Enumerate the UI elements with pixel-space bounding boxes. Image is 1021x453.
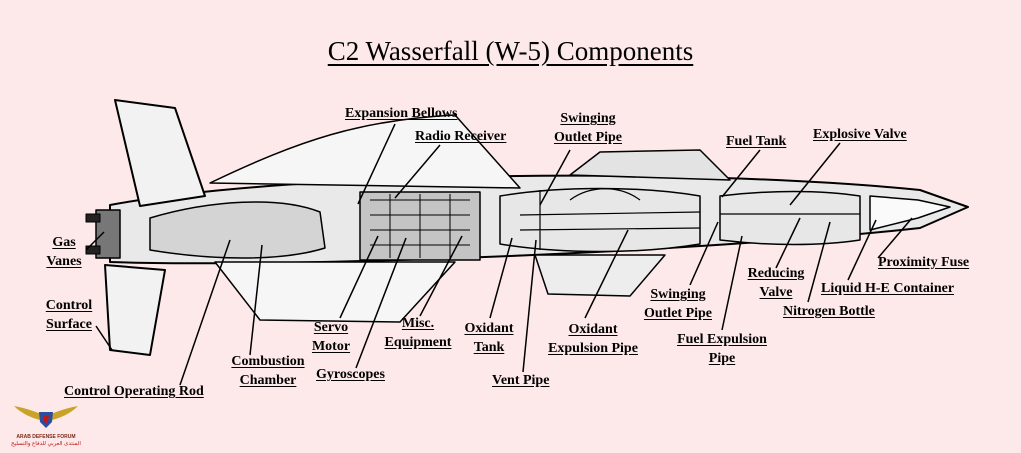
label-nitrogen-bottle: Nitrogen Bottle — [783, 304, 875, 319]
label-radio-receiver: Radio Receiver — [415, 129, 507, 144]
label-vent-pipe: Vent Pipe — [492, 373, 550, 388]
label-reducing-valve: Reducing Valve — [747, 266, 805, 300]
upper-wing — [209, 114, 521, 189]
lower-wing — [214, 261, 456, 323]
leader-servo-motor — [339, 235, 379, 319]
label-expansion-bellows: Expansion Bellows — [345, 106, 458, 121]
label-control-operating-rod: Control Operating Rod — [64, 384, 204, 399]
label-control-surface: Control Surface — [45, 298, 93, 332]
fuel-tank-shape — [719, 190, 861, 246]
leader-expansion-bellows — [357, 123, 396, 205]
leader-radio-receiver — [394, 144, 441, 199]
internal-piping — [519, 188, 860, 250]
label-liquid-he-container: Liquid H-E Container — [821, 281, 955, 296]
leader-vent-pipe — [522, 239, 537, 373]
leader-swinging-outlet-pipe-bottom — [689, 221, 719, 286]
leader-fuel-expulsion-pipe — [721, 235, 743, 331]
lower-midbody-fin — [534, 254, 666, 297]
label-swinging-outlet-pipe-top: Swinging Outlet Pipe — [553, 111, 623, 145]
leader-fuel-tank — [721, 149, 761, 198]
leader-gas-vanes — [85, 231, 105, 251]
leader-explosive-valve — [789, 142, 841, 206]
leader-nitrogen-bottle — [807, 221, 831, 303]
leader-combustion-chamber — [249, 244, 263, 356]
label-combustion-chamber: Combustion Chamber — [231, 354, 305, 388]
nose-cone — [869, 195, 951, 231]
label-misc-equipment: Misc. Equipment — [384, 316, 452, 350]
label-oxidant-tank: Oxidant Tank — [464, 321, 514, 355]
arab-defense-forum-logo: ARAB DEFENSE FORUM المنتدى العربي للدفاع… — [6, 398, 86, 450]
leader-proximity-fuse — [877, 217, 913, 259]
leader-misc-equipment — [419, 235, 463, 317]
eagle-emblem-icon — [14, 406, 78, 428]
label-servo-motor: Servo Motor — [311, 320, 351, 354]
leader-oxidant-expulsion-pipe — [584, 229, 629, 319]
logo-text-ar: المنتدى العربي للدفاع والتسليح — [11, 441, 81, 447]
combustion-chamber-shape — [149, 201, 326, 259]
upper-midbody-fin — [569, 149, 731, 181]
label-fuel-expulsion-pipe: Fuel Expulsion Pipe — [677, 332, 767, 366]
lower-tail-fin — [104, 264, 166, 356]
label-gyroscopes: Gyroscopes — [316, 367, 385, 382]
leader-liquid-he-container — [847, 219, 877, 281]
label-oxidant-expulsion-pipe: Oxidant Expulsion Pipe — [548, 322, 638, 356]
page-title: C2 Wasserfall (W-5) Components — [327, 36, 694, 66]
leader-swinging-outlet-pipe-top — [539, 149, 571, 206]
gas-vane-top — [85, 213, 101, 223]
equipment-grid — [370, 194, 470, 258]
label-proximity-fuse: Proximity Fuse — [878, 255, 970, 270]
label-gas-vanes: Gas Vanes — [46, 235, 82, 269]
upper-tail-fin — [114, 99, 206, 207]
leader-oxidant-tank — [489, 237, 513, 319]
leader-reducing-valve — [775, 217, 801, 269]
label-fuel-tank: Fuel Tank — [726, 134, 787, 149]
label-explosive-valve: Explosive Valve — [813, 127, 907, 142]
oxidant-tank-shape — [499, 187, 701, 253]
logo-text-en: ARAB DEFENSE FORUM — [16, 434, 76, 440]
leader-control-surface — [95, 325, 113, 351]
leader-control-operating-rod — [179, 239, 231, 386]
label-swinging-outlet-pipe-bottom: Swinging Outlet Pipe — [643, 287, 713, 321]
leader-gyroscopes — [355, 237, 407, 369]
